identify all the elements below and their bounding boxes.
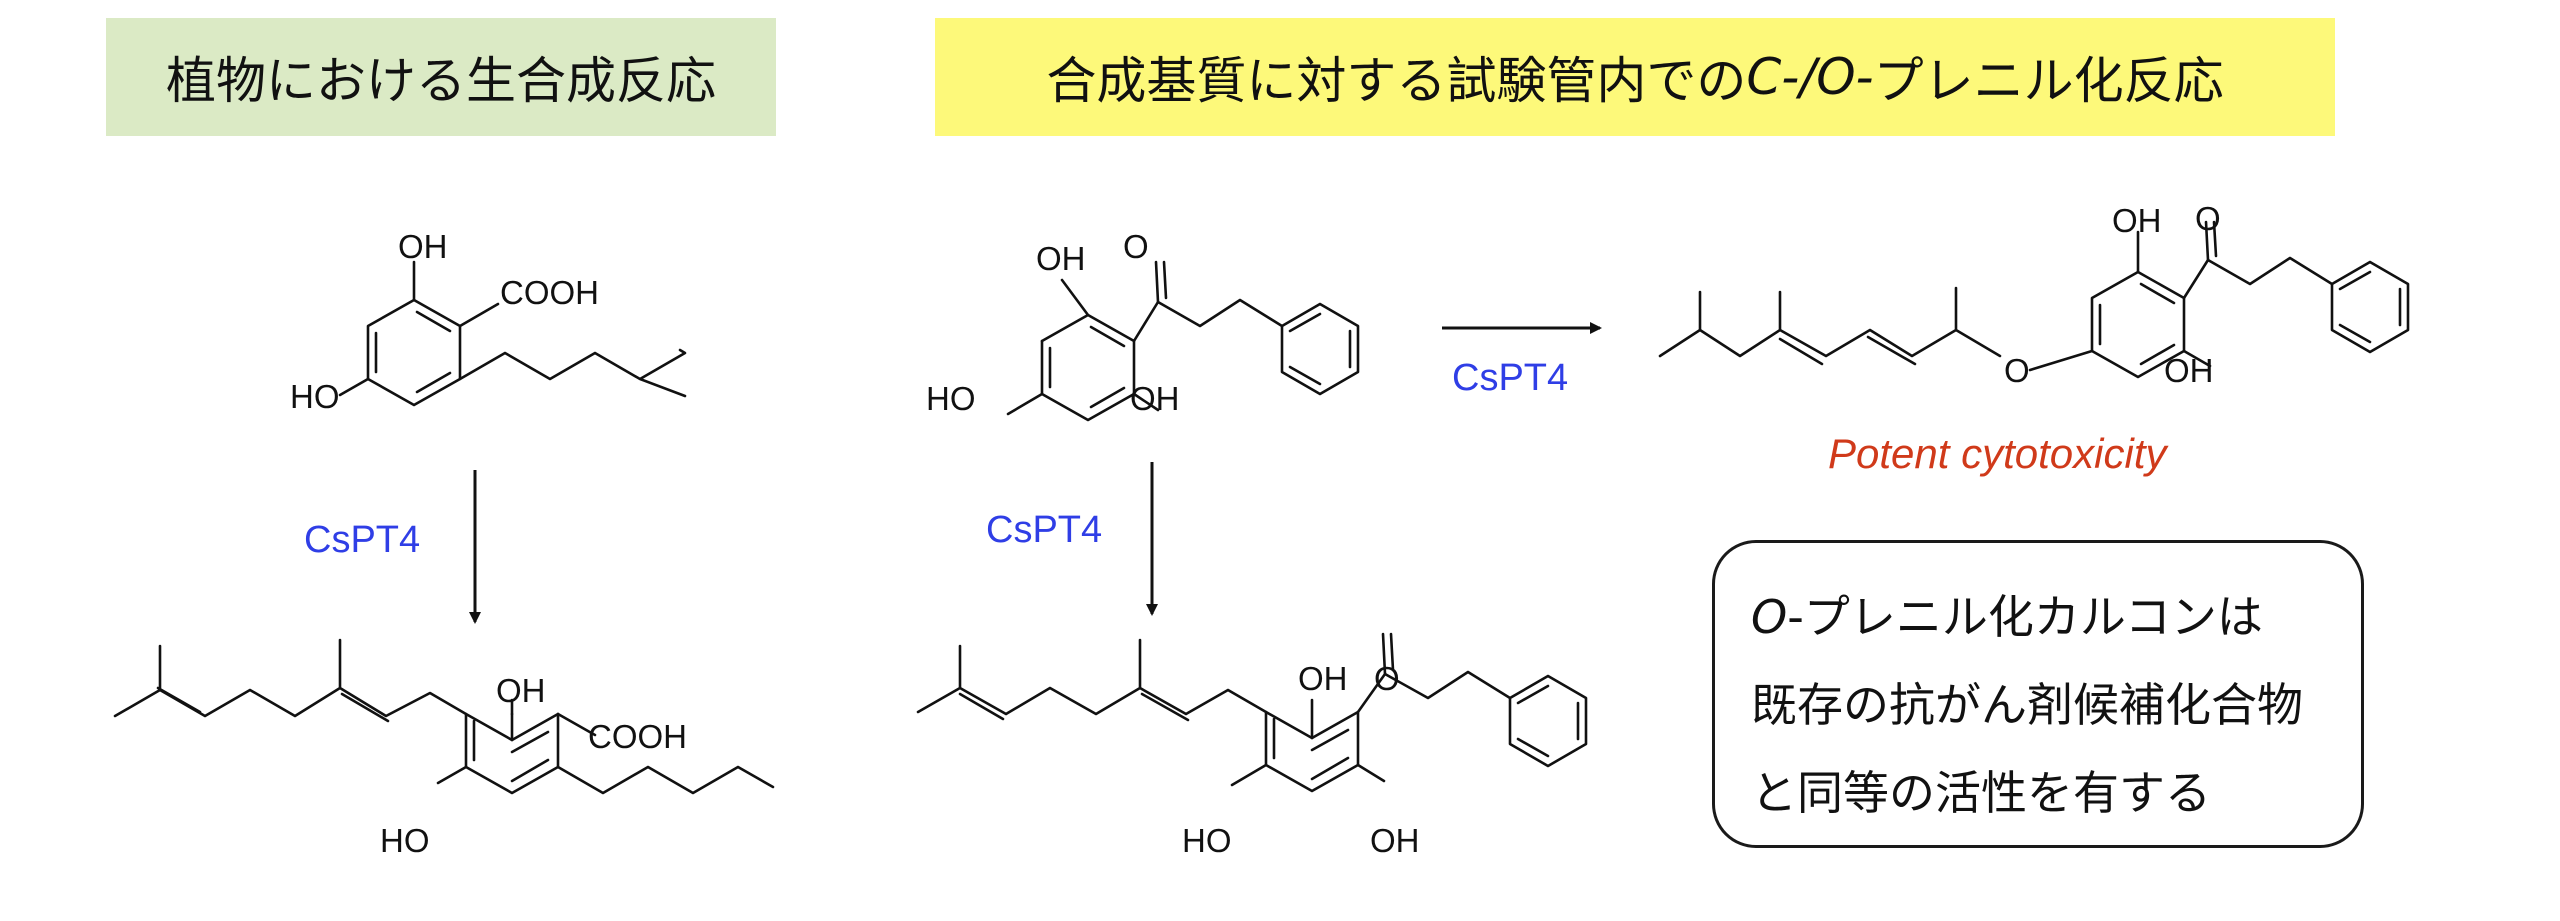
header-in-vitro: 合成基質に対する試験管内での C-/O-プレニル化反応 [935, 18, 2335, 136]
oa-cooh-label: COOH [500, 274, 599, 311]
cp-ketone-o-label: O [1374, 660, 1400, 697]
cbga-oh-label: OH [496, 672, 546, 709]
header-right-prefix: 合成基質に対する試験管内での [1046, 52, 1747, 110]
note-line-1-rest: -プレニル化カルコンは [1787, 590, 2263, 644]
cbga-cooh-label: COOH [588, 718, 687, 755]
olivetolic-acid-structure: OH COOH HO [290, 228, 687, 415]
sub-ho-label: HO [926, 380, 976, 417]
cp-ho-label: HO [1182, 822, 1232, 859]
dihydrochalcone-substrate-structure: OH O HO OH [926, 228, 1360, 422]
cp-oh-top-label: OH [1298, 660, 1348, 697]
op-ketone-o-label: O [2195, 200, 2221, 237]
o-prenyl-product-structure: O OH O OH [1658, 200, 2410, 389]
oa-oh-label: OH [398, 228, 448, 265]
cbga-structure: OH COOH HO [113, 638, 775, 859]
op-oh-bottom-label: OH [2164, 352, 2214, 389]
c-prenyl-product-structure: OH O HO OH [916, 632, 1588, 859]
header-biosynthesis: 植物における生合成反応 [106, 18, 776, 136]
header-right-suffix: プレニル化反応 [1873, 52, 2224, 110]
activity-note-box: O-プレニル化カルコンは 既存の抗がん剤候補化合物 と同等の活性を有する [1712, 540, 2364, 848]
sub-oh-top-label: OH [1036, 240, 1086, 277]
oa-ho-label: HO [290, 378, 340, 415]
note-line-2: 既存の抗がん剤候補化合物 [1751, 678, 2303, 732]
sub-ketone-o-label: O [1123, 228, 1149, 265]
sub-oh-bottom-label: OH [1130, 380, 1180, 417]
op-ether-o-label: O [2004, 352, 2030, 389]
header-left-text: 植物における生合成反応 [166, 52, 716, 110]
note-line-3: と同等の活性を有する [1751, 766, 2211, 820]
enzyme-label-right: CsPT4 [1452, 357, 1568, 399]
note-line-1-italic: O [1751, 590, 1788, 644]
cp-oh-bottom-label: OH [1370, 822, 1420, 859]
op-oh-top-label: OH [2112, 202, 2162, 239]
cbga-ho-label: HO [380, 822, 430, 859]
note-line-1: O-プレニル化カルコンは [1751, 573, 2361, 661]
enzyme-label-left: CsPT4 [304, 519, 420, 561]
enzyme-label-middle: CsPT4 [986, 509, 1102, 551]
potent-cytotoxicity-label: Potent cytotoxicity [1828, 430, 2169, 477]
header-right-italic: C-/O- [1746, 48, 1874, 106]
